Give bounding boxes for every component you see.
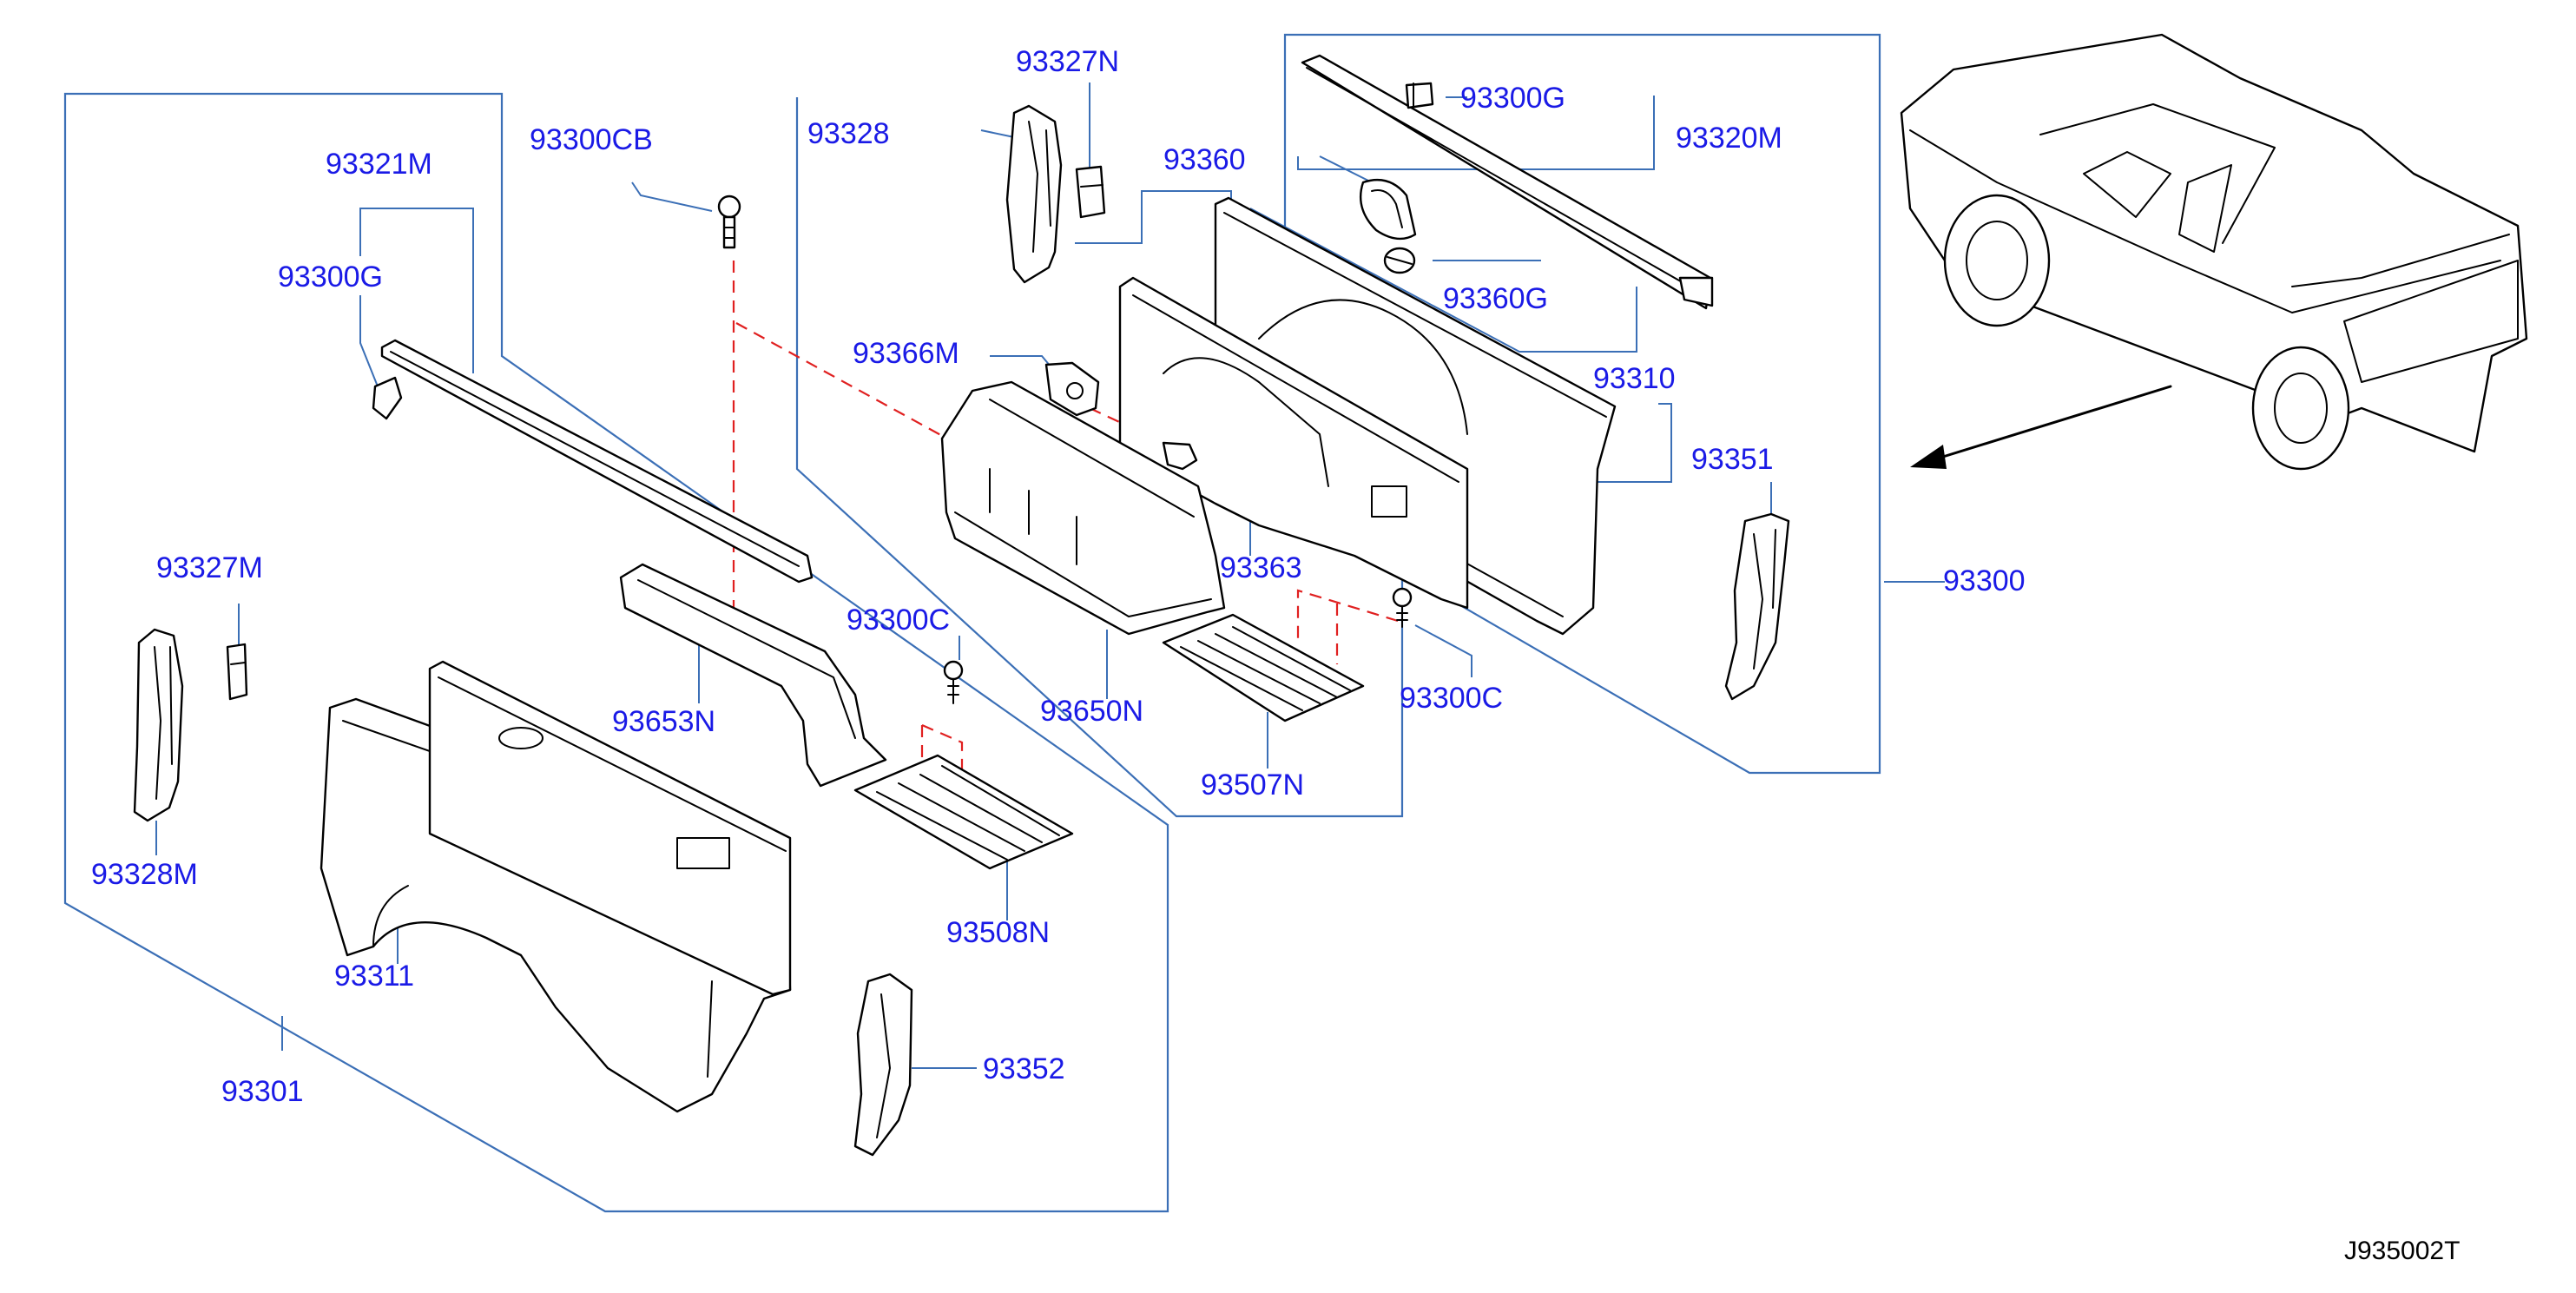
part-93300C-screw-mid (943, 660, 964, 704)
direction-arrow (1910, 385, 2172, 469)
label-93300G-left: 93300G (278, 261, 383, 294)
diagram-code: J935002T (2344, 1237, 2460, 1265)
leader-93360G-frame (1249, 208, 1637, 353)
part-93300CB-bolt (717, 195, 741, 249)
label-93300: 93300 (1943, 564, 2026, 597)
label-93366M: 93366M (853, 337, 959, 370)
part-93366M-bracket (1044, 361, 1100, 417)
part-93653N-inner-wheel-house (619, 563, 887, 788)
leader-93360 (1075, 190, 1232, 244)
part-93352-pillar (853, 973, 913, 1157)
label-93321M: 93321M (326, 148, 432, 181)
label-93360: 93360 (1163, 143, 1246, 176)
part-93300G-clip-top (1405, 82, 1434, 109)
leader-93300CB (631, 181, 713, 212)
label-93311: 93311 (334, 960, 414, 993)
label-93351: 93351 (1691, 443, 1774, 476)
label-93650N: 93650N (1040, 695, 1143, 728)
label-93327M: 93327M (156, 551, 263, 584)
fastener-line-c-right (1296, 589, 1399, 638)
label-93301: 93301 (221, 1075, 304, 1108)
label-93508N: 93508N (946, 916, 1050, 949)
part-93300C-screw-right (1392, 587, 1413, 628)
label-93300CB: 93300CB (530, 123, 653, 156)
leader-93300G-left (359, 295, 379, 387)
label-93363: 93363 (1220, 551, 1302, 584)
part-93327M-clip (226, 643, 248, 701)
truck-overview-illustration (1900, 33, 2528, 471)
label-93328: 93328 (807, 117, 890, 150)
part-93311-inner-panel (428, 660, 792, 996)
label-93310: 93310 (1593, 362, 1676, 395)
label-93328M: 93328M (91, 858, 198, 891)
part-93327N-clip (1075, 165, 1106, 219)
part-93300G-clip-left (372, 376, 403, 420)
part-93320M-rail (1301, 54, 1714, 310)
label-93300C-right: 93300C (1400, 682, 1503, 715)
part-93328-pillar (1005, 104, 1063, 284)
leader-93321M (359, 208, 474, 373)
fastener-line-366m (1089, 407, 1156, 439)
part-93351-pillar (1724, 512, 1790, 701)
part-93508N-floor-plate (853, 754, 1074, 870)
fastener-line-c-mid-2 (921, 723, 964, 847)
label-93300C-mid: 93300C (847, 604, 950, 637)
leader-93300C-right (1414, 624, 1472, 677)
leader-93310 (1598, 403, 1672, 483)
leader-93328 (980, 129, 1015, 138)
part-93363-grommet (1162, 441, 1198, 471)
label-93653N: 93653N (612, 705, 715, 738)
part-93360G-plug (1383, 247, 1416, 274)
part-93321M-rail (380, 339, 814, 584)
part-93360-cap (1359, 178, 1417, 241)
label-93360G: 93360G (1443, 282, 1548, 315)
part-93507N-floor-plate (1162, 613, 1365, 722)
label-93320M: 93320M (1676, 122, 1782, 155)
label-93352: 93352 (983, 1052, 1065, 1085)
label-93327N: 93327N (1016, 45, 1119, 78)
part-93328M-pillar (133, 628, 184, 822)
label-93507N: 93507N (1201, 769, 1304, 802)
label-93300G-top: 93300G (1460, 82, 1565, 115)
part-93650N-wheel-house (940, 380, 1226, 636)
group-frame-93301 (63, 92, 1169, 1213)
